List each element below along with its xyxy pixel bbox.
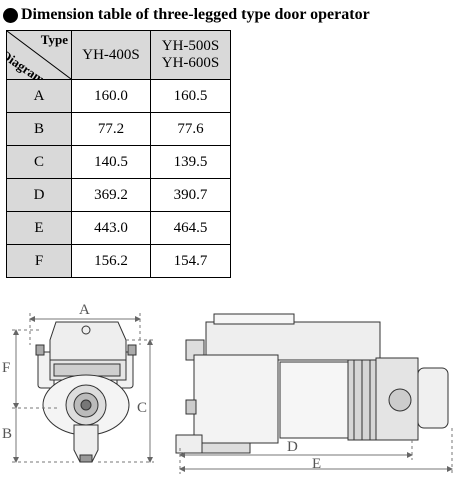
front-view-drawing xyxy=(35,321,137,463)
table-cell: 154.7 xyxy=(150,244,231,278)
dimension-label-c: C xyxy=(137,400,147,416)
table-row: F 156.2 154.7 xyxy=(6,244,231,278)
table-row: D 369.2 390.7 xyxy=(6,178,231,212)
dimension-label-d: D xyxy=(287,439,298,455)
table-cell: 140.5 xyxy=(71,145,151,179)
dimension-label-b: B xyxy=(2,426,12,442)
dimension-label-e: E xyxy=(312,456,321,472)
diagonal-divider xyxy=(7,31,71,79)
front-dimension-lines xyxy=(12,313,154,463)
table-cell: 156.2 xyxy=(71,244,151,278)
bullet-icon xyxy=(3,7,18,23)
table-row: B 77.2 77.6 xyxy=(6,112,231,146)
table-cell: 77.6 xyxy=(150,112,231,146)
header-type-label: Type xyxy=(40,32,68,47)
table-row: A 160.0 160.5 xyxy=(6,79,231,113)
dimension-table: Type Diagram YH-400S YH-500S YH-600S A 1… xyxy=(6,30,231,278)
column-header-yh500s-yh600s: YH-500S YH-600S xyxy=(150,30,231,80)
table-title: Dimension table of three-legged type doo… xyxy=(3,5,370,25)
table-header-row: Type Diagram YH-400S YH-500S YH-600S xyxy=(6,30,231,80)
table-cell: 139.5 xyxy=(150,145,231,179)
table-cell: 464.5 xyxy=(150,211,231,245)
row-label: D xyxy=(6,178,72,212)
table-row: C 140.5 139.5 xyxy=(6,145,231,179)
dimension-label-f: F xyxy=(2,360,10,376)
row-label: C xyxy=(6,145,72,179)
column-header-yh400s: YH-400S xyxy=(71,30,151,80)
dimension-label-a: A xyxy=(79,302,90,318)
corner-header-cell: Type Diagram xyxy=(6,30,72,80)
side-view-drawing xyxy=(175,313,449,454)
table-cell: 160.0 xyxy=(71,79,151,113)
row-label: E xyxy=(6,211,72,245)
row-label: F xyxy=(6,244,72,278)
side-dimension-lines xyxy=(179,428,453,474)
row-label: B xyxy=(6,112,72,146)
table-cell: 443.0 xyxy=(71,211,151,245)
table-row: E 443.0 464.5 xyxy=(6,211,231,245)
table-title-text: Dimension table of three-legged type doo… xyxy=(21,6,370,23)
row-label: A xyxy=(6,79,72,113)
